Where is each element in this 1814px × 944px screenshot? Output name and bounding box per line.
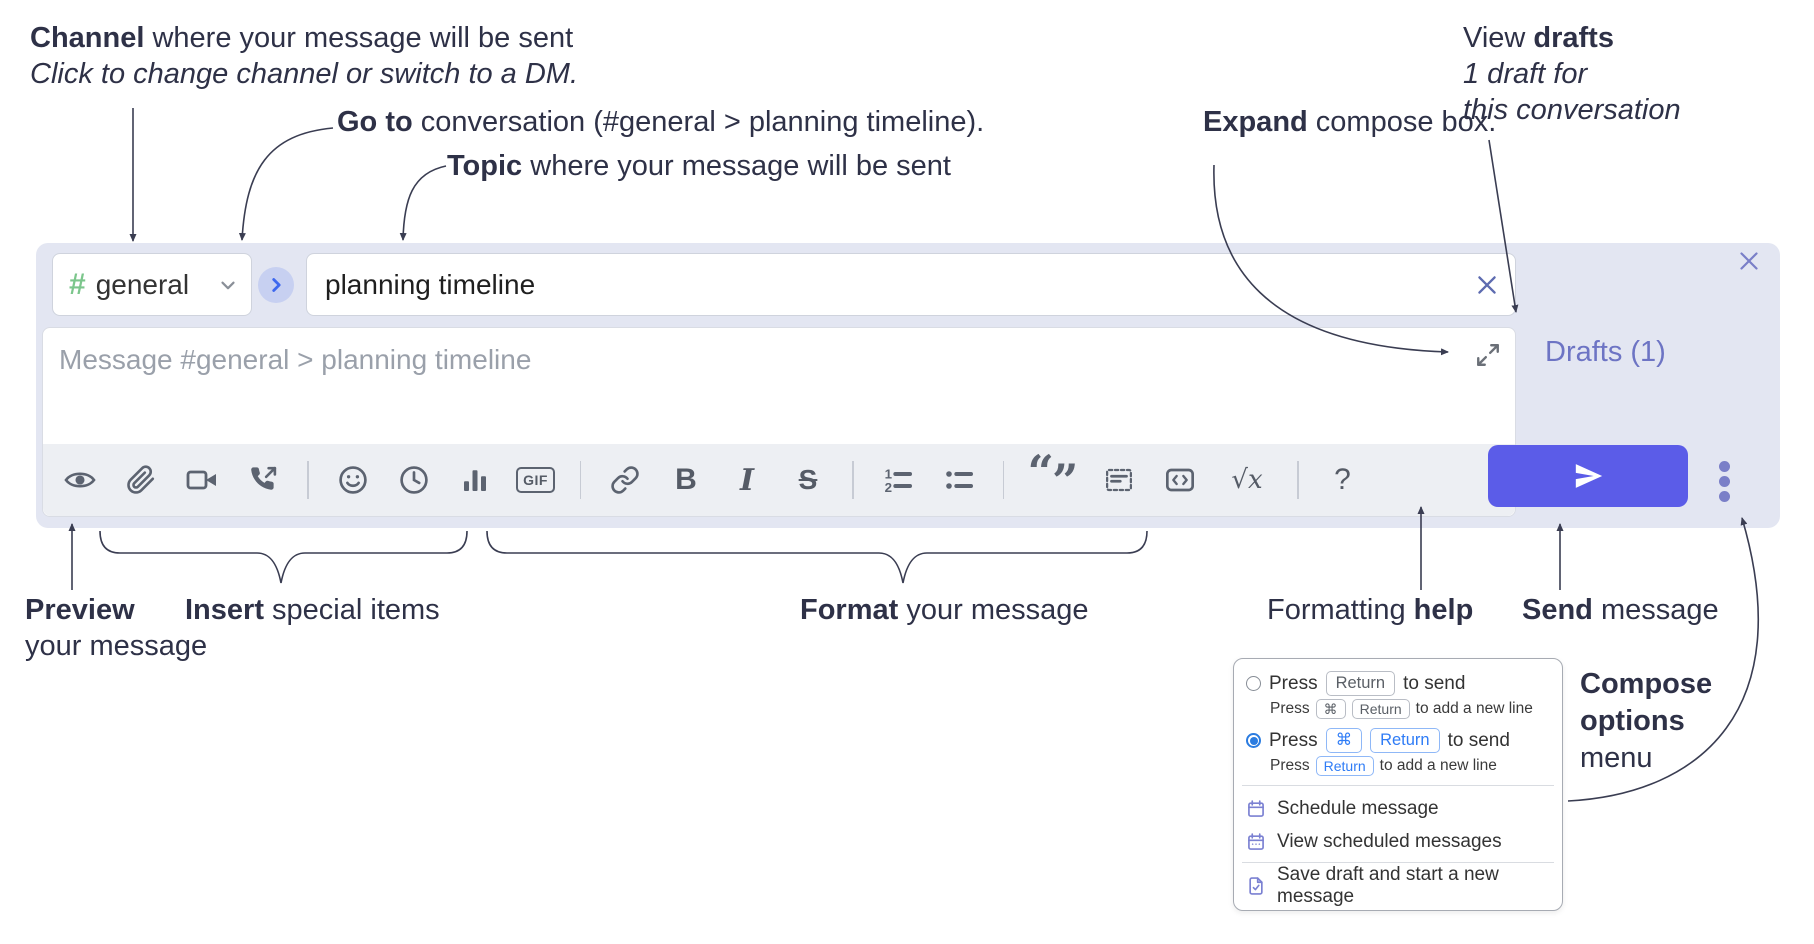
expand-compose-icon[interactable] — [1475, 342, 1501, 368]
time-icon[interactable] — [397, 460, 431, 500]
quote-icon[interactable]: “” — [1027, 445, 1079, 508]
italic-icon[interactable]: I — [739, 462, 755, 498]
calendar-icon — [1246, 799, 1266, 819]
compose-options-annotation: Compose options menu — [1580, 668, 1713, 774]
chevron-down-icon — [217, 274, 239, 296]
insert-brace — [99, 530, 468, 584]
svg-text:2: 2 — [884, 480, 891, 495]
key-return: Return — [1325, 671, 1396, 696]
menu-item-schedule-message[interactable]: Schedule message — [1246, 792, 1550, 825]
compose-toolbar: GIF B I S — [43, 444, 1515, 516]
radio-unselected[interactable] — [1246, 676, 1261, 691]
key-command: ⌘ — [1315, 699, 1346, 719]
link-icon[interactable] — [608, 460, 642, 500]
send-button[interactable] — [1488, 445, 1688, 507]
menu-divider — [1242, 862, 1554, 863]
code-icon[interactable] — [1163, 460, 1197, 500]
bulleted-list-icon[interactable] — [942, 460, 976, 500]
topic-input-wrap — [306, 253, 1516, 316]
toolbar-divider — [307, 461, 309, 499]
topic-annotation: Topic where your message will be sent — [447, 150, 951, 182]
message-box: GIF B I S — [42, 327, 1516, 517]
goto-annotation: Go to conversation (#general > planning … — [337, 106, 985, 138]
compose-box: # general — [36, 243, 1780, 528]
go-to-conversation-button[interactable] — [258, 267, 294, 303]
channel-hash-icon: # — [69, 267, 86, 301]
send-option-return[interactable]: Press Return to send — [1246, 671, 1550, 696]
formatting-help-annotation: Formatting help — [1267, 594, 1474, 626]
channel-annotation-rest: where your message will be sent — [144, 22, 574, 54]
preview-eye-icon[interactable] — [63, 460, 97, 500]
channel-annotation-bold: Channel — [30, 22, 145, 54]
channel-selector[interactable]: # general — [52, 253, 252, 316]
send-icon — [1571, 459, 1605, 493]
audio-call-icon[interactable] — [246, 460, 280, 500]
spoiler-icon[interactable] — [1102, 460, 1136, 500]
send-option-return-sub: Press ⌘ Return to add a new line — [1270, 699, 1533, 719]
menu-item-save-draft[interactable]: Save draft and start a new message — [1246, 864, 1550, 907]
emoji-icon[interactable] — [336, 460, 370, 500]
topic-input[interactable] — [307, 254, 1515, 315]
expand-annotation: Expand compose box. — [1203, 106, 1497, 138]
gif-icon[interactable]: GIF — [516, 460, 555, 500]
compose-options-menu: Press Return to send Press ⌘ Return to a… — [1233, 658, 1563, 911]
numbered-list-icon[interactable]: 1 2 — [881, 460, 915, 500]
toolbar-divider — [852, 461, 854, 499]
save-draft-icon — [1246, 876, 1266, 896]
preview-annotation: Preview your message — [25, 594, 208, 662]
close-compose-icon[interactable] — [1737, 249, 1761, 273]
clear-topic-icon[interactable] — [1473, 271, 1501, 299]
format-brace — [486, 530, 1148, 584]
topic-connector — [399, 165, 447, 241]
key-command: ⌘ — [1325, 728, 1363, 753]
menu-divider — [1242, 785, 1554, 786]
video-call-icon[interactable] — [185, 460, 219, 500]
bold-icon[interactable]: B — [675, 463, 697, 496]
attach-file-icon[interactable] — [124, 460, 158, 500]
toolbar-divider — [579, 461, 581, 499]
send-annotation: Send message — [1522, 594, 1719, 626]
key-return: Return — [1370, 728, 1440, 753]
channel-name: general — [95, 268, 190, 300]
send-option-cmd-return-sub: Press Return to add a new line — [1270, 756, 1497, 776]
menu-item-view-scheduled[interactable]: View scheduled messages — [1246, 825, 1550, 858]
compose-options-ellipsis-icon[interactable] — [1712, 457, 1736, 505]
channel-annotation: Channel where your message will be sent … — [30, 20, 578, 92]
svg-text:1: 1 — [884, 467, 892, 482]
strikethrough-icon[interactable]: S — [798, 464, 818, 495]
chevron-right-icon — [265, 274, 287, 296]
toolbar-divider — [1297, 461, 1299, 499]
message-input[interactable] — [43, 328, 1515, 440]
math-icon[interactable]: √x — [1231, 465, 1263, 495]
key-return: Return — [1315, 756, 1374, 776]
toolbar-divider — [1002, 461, 1004, 499]
format-annotation: Format your message — [800, 594, 1089, 626]
insert-annotation: Insert special items — [185, 594, 440, 626]
channel-annotation-sub: Click to change channel or switch to a D… — [30, 58, 579, 90]
calendar-list-icon — [1246, 832, 1266, 852]
key-return: Return — [1351, 699, 1410, 719]
send-option-cmd-return[interactable]: Press ⌘ Return to send — [1246, 728, 1550, 753]
poll-icon[interactable] — [458, 460, 492, 500]
goto-connector — [238, 127, 334, 241]
message-formatting-help-icon[interactable]: ? — [1334, 463, 1351, 496]
drafts-link[interactable]: Drafts (1) — [1545, 336, 1666, 368]
drafts-annotation: View drafts 1 draft for this conversatio… — [1463, 22, 1681, 126]
radio-selected[interactable] — [1246, 733, 1261, 748]
